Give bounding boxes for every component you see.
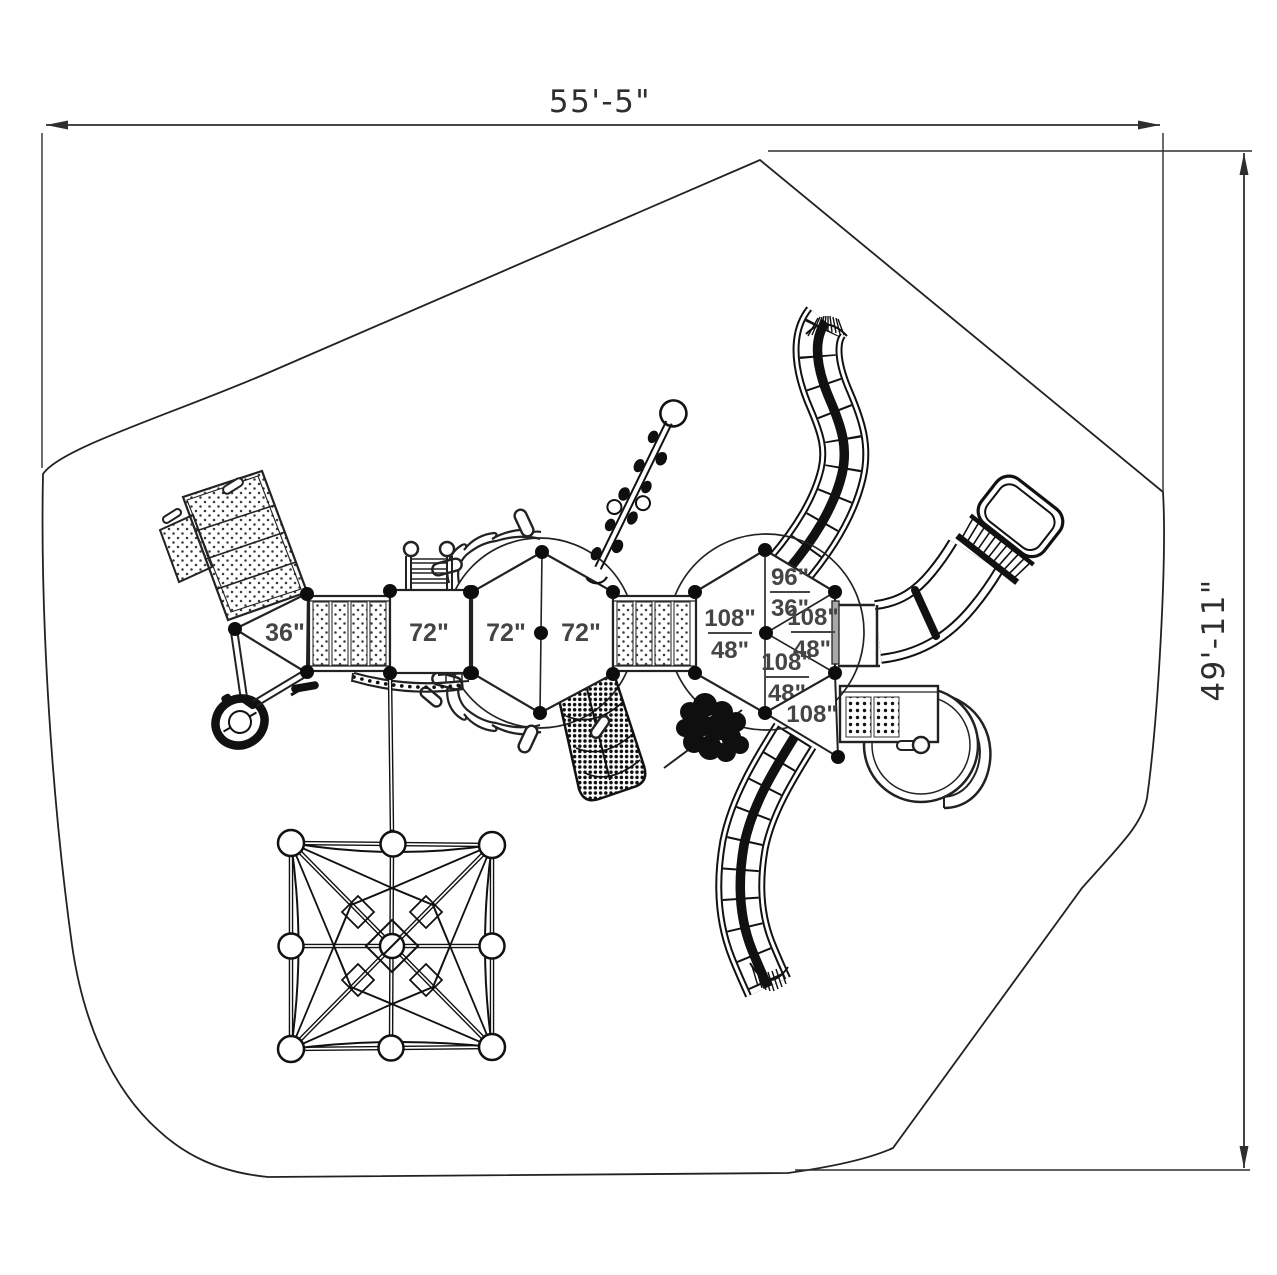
- lower-slide-label: 108": [786, 701, 837, 728]
- access-ladder: [402, 540, 456, 590]
- deck-label-72-right: 72": [561, 619, 601, 647]
- transfer-platform: 36": [232, 591, 310, 675]
- svg-text:108": 108": [787, 604, 838, 631]
- square-deck-label: 72": [409, 619, 449, 647]
- site-height-label: 49'-11": [1196, 578, 1232, 701]
- net-climber-balls: [276, 828, 507, 1064]
- svg-text:48": 48": [711, 637, 749, 664]
- svg-text:96": 96": [771, 564, 809, 591]
- site-boundary: [41, 158, 1165, 1178]
- steering-wheel-icon: [211, 693, 269, 750]
- slide-exit-fan: [749, 962, 789, 992]
- step-rail: [437, 672, 470, 684]
- tower-top-right-height-label: 96" 36": [770, 564, 810, 622]
- tree: [663, 693, 749, 769]
- svg-text:108": 108": [704, 605, 755, 632]
- height-dimension: 49'-11": [768, 150, 1252, 1171]
- support-post-dots: [228, 543, 845, 764]
- tower-mid-right-height-label: 108" 48": [787, 604, 838, 663]
- tube-slide-exit: [955, 474, 1065, 585]
- svg-text:108": 108": [761, 649, 812, 676]
- svg-text:36": 36": [771, 595, 809, 622]
- spiral-slide: [838, 684, 992, 810]
- upper-curved-slide: [768, 306, 870, 587]
- arrow-left-icon: [46, 120, 68, 130]
- rock-climbing-pole: [585, 399, 688, 585]
- clatter-bridge-left: [307, 594, 392, 673]
- svg-text:48": 48": [793, 636, 831, 663]
- slide-exit-fan: [805, 315, 848, 337]
- lower-curved-slide: [715, 722, 817, 998]
- deck-label-72-left: 72": [486, 619, 526, 647]
- clatter-bridge-middle: [611, 594, 698, 673]
- tower-left-height-label: 108" 48": [704, 605, 755, 664]
- transfer-platform-label: 36": [265, 619, 305, 647]
- tube-slide: [838, 474, 1065, 668]
- square-deck: 72": [388, 588, 472, 675]
- arrow-up-icon: [1239, 153, 1249, 175]
- accessible-ramp: [158, 469, 309, 622]
- slide-exit-deck: 108": [763, 671, 840, 759]
- width-dimension: 55'-5": [41, 84, 1164, 492]
- arrow-down-icon: [1239, 1146, 1249, 1168]
- site-width-label: 55'-5": [549, 84, 651, 120]
- arrow-right-icon: [1138, 120, 1160, 130]
- net-climber: [276, 674, 507, 1064]
